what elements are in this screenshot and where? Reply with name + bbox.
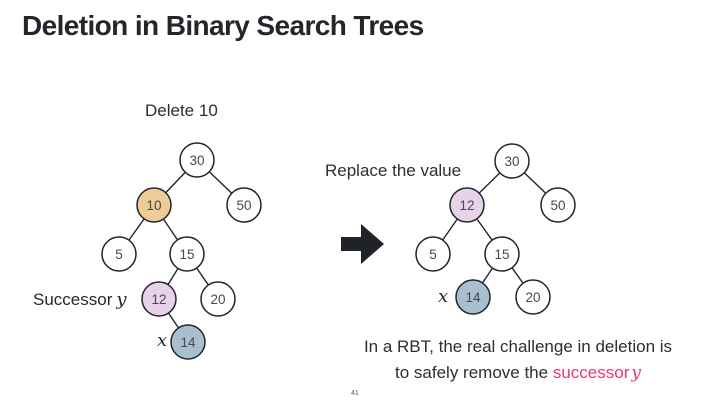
tree-node-value: 50 [236,198,251,213]
tree-node-value: 10 [146,198,161,213]
tree-node-5 [415,236,451,272]
tree-node-value: 5 [429,247,437,262]
tree-node-value: 30 [189,153,204,168]
tree-node-value: 15 [179,247,194,262]
footer-line1: In a RBT, the real challenge in deletion… [363,337,673,356]
tree-node-value: 20 [525,290,540,305]
tree-node-50 [540,187,576,223]
tree-node-10 [136,187,172,223]
tree-node-value: 12 [459,198,474,213]
successor-annotation-text: Successor [33,290,113,309]
left-tree-caption: Delete 10 [145,101,218,120]
tree-node-30 [494,143,530,179]
tree-node-20 [515,279,551,315]
slide-title: Deletion in Binary Search Trees [22,10,424,41]
page-number: 41 [351,390,359,397]
tree-node-value: 12 [151,292,166,307]
x-annotation-left: x [157,330,168,351]
successor-annotation-var: y [116,289,127,310]
right-tree-caption: Replace the value [325,161,462,180]
tree-node-value: 50 [550,198,565,213]
tree-node-12 [141,281,177,317]
tree-node-15 [169,236,205,272]
left-tree: 30 10 50 5 15 12 20 14 [101,142,262,360]
tree-node-value: 15 [494,247,509,262]
tree-node-value: 30 [504,154,519,169]
footer-note: In a RBT, the real challenge in deletion… [318,334,714,386]
right-tree: 30 12 50 5 15 14 20 [415,143,576,315]
tree-node-20 [200,281,236,317]
tree-node-value: 20 [210,292,225,307]
right-arrow-icon [341,224,384,264]
tree-node-value: 14 [180,335,196,350]
x-annotation-right: x [438,286,449,307]
tree-node-30 [179,142,215,178]
tree-node-50 [226,187,262,223]
tree-node-14 [170,324,206,360]
tree-node-12 [449,187,485,223]
tree-node-value: 14 [465,290,481,305]
tree-node-5 [101,236,137,272]
tree-node-15 [484,236,520,272]
tree-node-14 [455,279,491,315]
tree-node-value: 5 [115,247,123,262]
